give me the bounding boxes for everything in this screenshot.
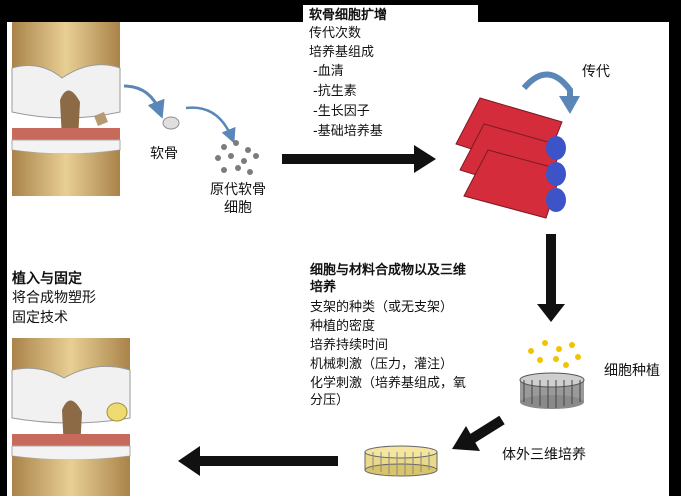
label-in-vitro: 体外三维培养 [502,447,586,463]
expansion-title: 软骨细胞扩增 [309,8,388,23]
knee-joint-bottom [11,338,131,496]
culture-line: 培养持续时间 [310,338,389,353]
implant-line: 将合成物塑形 [12,290,96,306]
culture-line: 化学刺激（培养基组成，氧 分压） [310,376,467,408]
top-title-strip [303,5,478,23]
expansion-line: -生长因子 [313,104,370,119]
expansion-line: 培养基组成 [309,45,375,60]
scaffold-disc [519,372,585,409]
seeded-cells [528,340,581,368]
expansion-line: -抗生素 [313,84,357,99]
engineered-construct [364,445,438,477]
passage-curve-arrow [521,71,573,98]
culture-title: 细胞与材料合成物以及三维 培养 [310,263,467,295]
arrow-to-implant [178,446,338,476]
culture-line: 支架的种类（或无支架） [310,300,454,315]
label-seeding: 细胞种植 [604,363,660,379]
culture-flasks [455,97,566,219]
label-cartilage: 软骨 [150,146,178,162]
label-passage: 传代 [582,64,610,80]
extraction-curve-arrow-1 [123,84,165,119]
implant-line: 固定技术 [12,310,68,326]
extraction-curve-arrow-2 [185,106,236,144]
label-primary-cells: 原代软骨 细胞 [210,182,266,216]
arrow-to-construct [452,415,505,451]
expansion-line: -基础培养基 [313,124,383,139]
culture-line: 种植的密度 [310,319,376,334]
expansion-line: -血清 [313,64,344,79]
passage-arrowhead [559,96,580,114]
cartilage-piece [162,116,180,130]
arrow-to-flasks [282,145,436,173]
knee-joint-top [11,22,121,196]
expansion-line: 传代次数 [309,26,362,41]
primary-cells-cluster [215,140,259,175]
implant-title: 植入与固定 [12,271,82,287]
arrow-down-to-seeding [537,234,565,322]
culture-line: 机械刺激（压力，灌注） [310,357,454,372]
